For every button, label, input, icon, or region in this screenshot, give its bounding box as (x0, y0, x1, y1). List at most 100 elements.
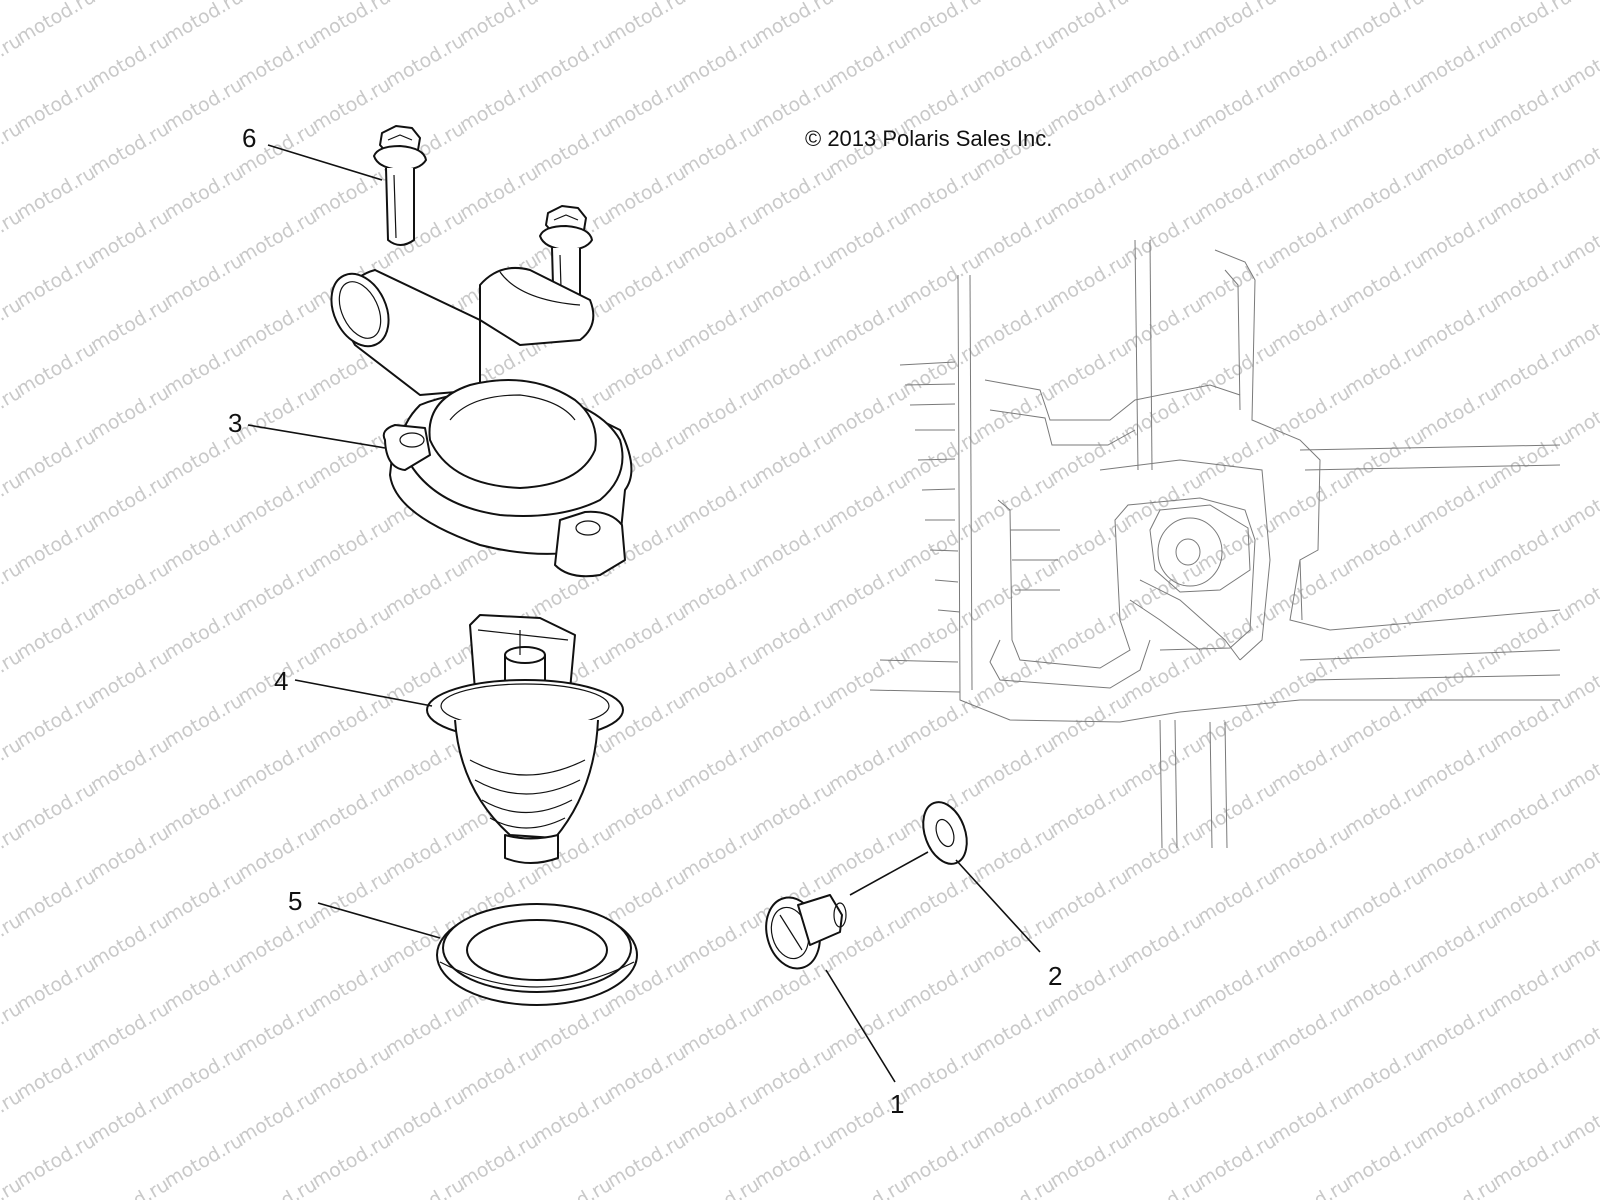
watermark-text: motod.ru (530, 1086, 616, 1149)
watermark-text: motod.ru (1341, 778, 1427, 841)
watermark-text: motod.ru (530, 30, 616, 93)
watermark-text: motod.ru (972, 734, 1058, 797)
watermark-text: motod.ru (382, 558, 468, 621)
watermark-text: motod.ru (13, 778, 99, 841)
watermark-text: motod.ru (972, 30, 1058, 93)
watermark-text: motod.ru (1268, 910, 1354, 973)
watermark-text: motod.ru (972, 382, 1058, 445)
watermark-text: motod.ru (751, 162, 837, 225)
watermark-text: motod.ru (677, 0, 763, 4)
watermark-text: motod.ru (1415, 998, 1501, 1061)
watermark-text: motod.ru (751, 602, 837, 665)
watermark-text: motod.ru (677, 118, 763, 181)
watermark-text: motod.ru (1046, 74, 1132, 137)
watermark-text: motod.ru (1415, 1086, 1501, 1149)
watermark-text: motod.ru (1415, 470, 1501, 533)
watermark-text: motod.ru (972, 294, 1058, 357)
watermark-text: motod.ru (1341, 338, 1427, 401)
callout-4: 4 (274, 666, 288, 696)
watermark-text: motod.ru (0, 0, 26, 4)
watermark-text: motod.ru (87, 734, 173, 797)
watermark-text: motod.ru (87, 1086, 173, 1149)
watermark-text: motod.ru (456, 162, 542, 225)
watermark-text: motod.ru (1268, 998, 1354, 1061)
watermark-text: motod.ru (13, 338, 99, 401)
watermark-text: motod.ru (234, 294, 320, 357)
watermark-text: motod.ru (1415, 734, 1501, 797)
watermark-text: motod.ru (1194, 778, 1280, 841)
watermark-text: motod.ru (161, 514, 247, 577)
watermark-text: motod.ru (603, 250, 689, 313)
watermark-text: motod.ru (972, 0, 1058, 4)
watermark-text: motod.ru (1341, 74, 1427, 137)
watermark-text: motod.ru (1341, 690, 1427, 753)
watermark-text: motod.ru (1489, 954, 1575, 1017)
watermark-text: motod.ru (1415, 30, 1501, 93)
watermark-text: motod.ru (1341, 250, 1427, 313)
watermark-text: motod.ru (1046, 162, 1132, 225)
watermark-text: motod.ru (1341, 0, 1427, 48)
watermark-text: motod.ru (751, 514, 837, 577)
watermark-text: motod.ru (382, 998, 468, 1061)
watermark-text: motod.ru (899, 954, 985, 1017)
watermark-text: motod.ru (382, 822, 468, 885)
watermark-text: motod.ru (1341, 602, 1427, 665)
watermark-text: motod.ru (677, 734, 763, 797)
watermark-text: motod.ru (603, 338, 689, 401)
watermark-text: motod.ru (899, 338, 985, 401)
watermark-text: motod.ru (1046, 514, 1132, 577)
watermark-text: motod.ru (1120, 1086, 1206, 1149)
watermark-text: motod.ru (1341, 866, 1427, 929)
watermark-text: motod.ru (972, 558, 1058, 621)
watermark-text: motod.ru (1046, 0, 1132, 48)
watermark-text: motod.ru (1194, 954, 1280, 1017)
watermark-text: motod.ru (1120, 558, 1206, 621)
watermark-text: motod.ru (308, 514, 394, 577)
watermark-text: motod.ru (1415, 910, 1501, 973)
watermark-text: motod.ru (87, 822, 173, 885)
watermark-text: motod.ru (751, 338, 837, 401)
watermark-text: motod.ru (13, 74, 99, 137)
callout-1: 1 (890, 1089, 904, 1119)
watermark-text: motod.ru (1194, 426, 1280, 489)
watermark-text: motod.ru (161, 162, 247, 225)
watermark-text: motod.ru (1120, 118, 1206, 181)
watermark-text: motod.ru (234, 558, 320, 621)
watermark-text: motod.ru (161, 602, 247, 665)
watermark-text: motod.ru (1415, 0, 1501, 4)
watermark-text: motod.ru (1194, 1130, 1280, 1193)
watermark-text: motod.ru (382, 734, 468, 797)
thermostat-housing (330, 266, 633, 578)
watermark-text: motod.ru (1120, 998, 1206, 1061)
watermark-text: motod.ru (87, 646, 173, 709)
watermark-text: motod.ru (1415, 294, 1501, 357)
watermark-text: motod.ru (603, 74, 689, 137)
watermark-text: motod.ru (825, 822, 911, 885)
watermark-text: motod.ru (234, 1086, 320, 1149)
watermark-text: motod.ru (677, 998, 763, 1061)
watermark-text: motod.ru (825, 382, 911, 445)
watermark-text: motod.ru (308, 866, 394, 929)
watermark-text: motod.ru (87, 1174, 173, 1200)
watermark-text: motod.ru (1046, 250, 1132, 313)
watermark-text: motod.ru (1489, 602, 1575, 665)
watermark-text: motod.ru (13, 690, 99, 753)
watermark-text: motod.ru (87, 0, 173, 4)
watermark-text: motod.ru (825, 206, 911, 269)
watermark-text: motod.ru (308, 0, 394, 48)
watermark-text: motod.ru (1489, 866, 1575, 929)
watermark-text: motod.ru (1563, 1174, 1600, 1200)
watermark-text: motod.ru (308, 954, 394, 1017)
watermark-text: motod.ru (603, 0, 689, 48)
seal-ring (436, 903, 638, 1006)
watermark-text: motod.ru (825, 470, 911, 533)
watermark-text: motod.ru (308, 602, 394, 665)
watermark-text: motod.ru (13, 0, 99, 48)
watermark-text: motod.ru (161, 778, 247, 841)
watermark-text: motod.ru (13, 1042, 99, 1105)
watermark-text: motod.ru (87, 30, 173, 93)
watermark-text: motod.ru (308, 1130, 394, 1193)
watermark-text: motod.ru (1194, 1042, 1280, 1105)
watermark-text: motod.ru (13, 954, 99, 1017)
watermark-text: motod.ru (751, 250, 837, 313)
